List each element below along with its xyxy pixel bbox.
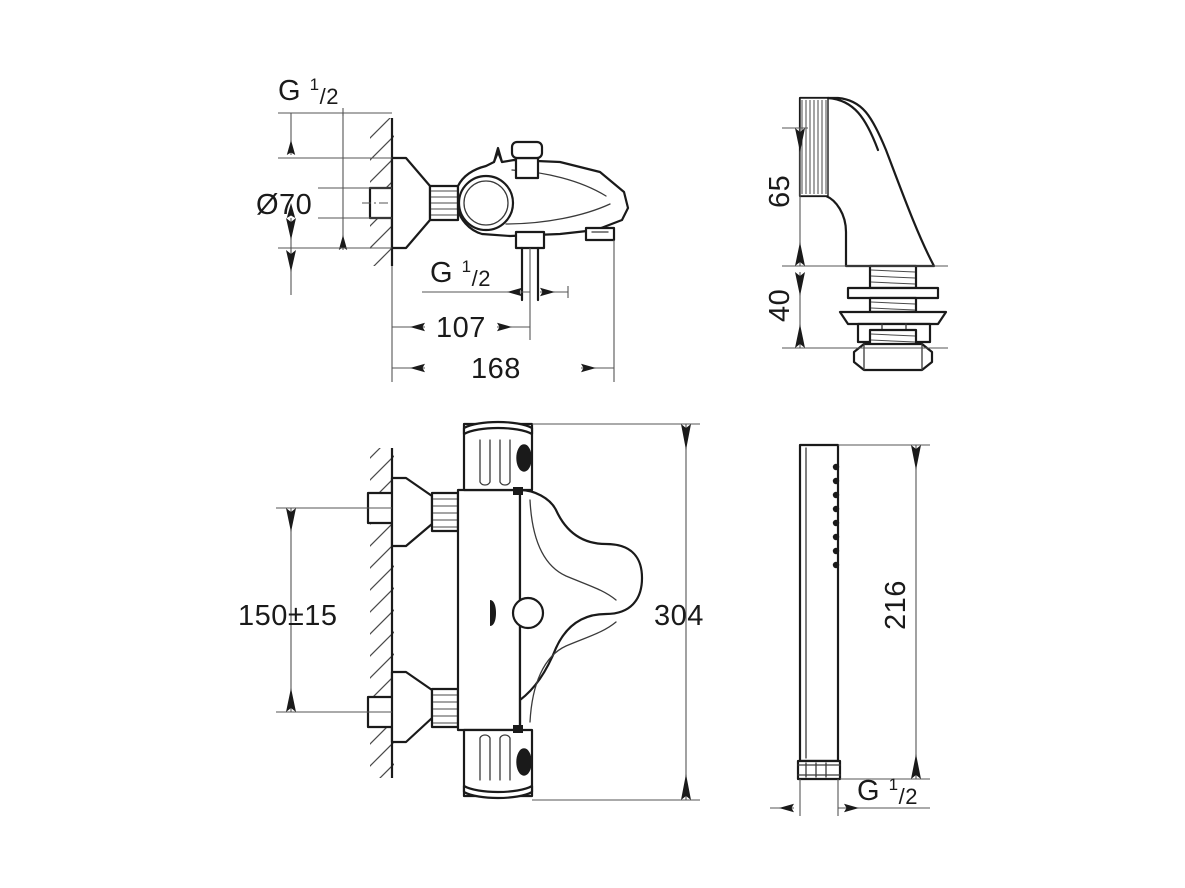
diverter-port bbox=[511, 596, 545, 630]
shower-head-top-curve bbox=[826, 96, 880, 152]
label-216: 216 bbox=[880, 580, 912, 630]
dim-168 bbox=[391, 240, 615, 382]
dim-g-half-mid bbox=[422, 286, 569, 298]
diverter-stem-top bbox=[514, 156, 540, 180]
escutcheon-cone-top bbox=[390, 156, 432, 250]
label-40: 40 bbox=[764, 289, 796, 322]
handle-grip-bottom bbox=[479, 734, 511, 781]
dim-216 bbox=[838, 444, 930, 780]
dim-107 bbox=[392, 248, 531, 340]
washer-plate-1 bbox=[846, 286, 940, 300]
label-168: 168 bbox=[471, 353, 521, 385]
control-handle-disc-top bbox=[457, 174, 515, 232]
spout-highlight2-top bbox=[505, 203, 611, 225]
dim-304 bbox=[532, 423, 700, 801]
handle-button-top bbox=[516, 444, 532, 472]
thread-hatch-top bbox=[431, 190, 457, 216]
dim-dia70 bbox=[278, 187, 392, 295]
label-150pm15: 150±15 bbox=[238, 600, 338, 632]
diverter-knob-top bbox=[510, 140, 544, 160]
body-notch-top bbox=[513, 487, 523, 495]
body-notch-bottom bbox=[513, 725, 523, 733]
dimension-labels: G 1/2 Ø70 G 1/2 107 168 65 40 150±15 304… bbox=[238, 75, 918, 809]
label-107: 107 bbox=[436, 312, 486, 344]
label-g-half-bottom: G 1/2 bbox=[857, 775, 918, 809]
dim-65 bbox=[782, 127, 948, 267]
view-hand-shower bbox=[770, 443, 930, 816]
view-thermostat-mixer bbox=[276, 420, 700, 801]
label-dia70: Ø70 bbox=[256, 189, 312, 221]
dim-150pm15 bbox=[276, 507, 392, 713]
handle-grip-top bbox=[479, 439, 511, 486]
handle-cap-top bbox=[462, 420, 534, 436]
mixer-highlight-upper bbox=[529, 499, 617, 601]
control-handle-inner-top bbox=[463, 180, 509, 226]
shower-head-body bbox=[798, 96, 936, 268]
flange-cone bbox=[838, 310, 948, 326]
escutcheon-upper bbox=[390, 476, 434, 548]
handle-button-bottom bbox=[516, 748, 532, 776]
label-g-half-mid: G 1/2 bbox=[430, 257, 491, 291]
dim-g-half-bottom bbox=[770, 779, 930, 816]
spray-face-hatch bbox=[801, 100, 827, 194]
label-g-half-top: G 1/2 bbox=[278, 75, 339, 109]
hand-shower-grip-dots bbox=[832, 463, 840, 569]
mixer-body-block bbox=[456, 488, 522, 732]
dim-40 bbox=[782, 272, 948, 349]
view-bath-spout bbox=[278, 108, 630, 382]
shower-outlet-collar-top bbox=[514, 230, 546, 250]
label-65: 65 bbox=[764, 175, 796, 208]
label-304: 304 bbox=[654, 600, 704, 632]
handle-cap-bottom bbox=[462, 784, 534, 800]
view-shower-head bbox=[782, 96, 948, 372]
dim-g-half-top bbox=[278, 108, 392, 250]
index-marker bbox=[490, 600, 496, 626]
hand-shower-nut bbox=[796, 759, 842, 781]
mixer-highlight-lower bbox=[529, 621, 617, 723]
spout-crest-top bbox=[492, 146, 504, 164]
escutcheon-lower bbox=[390, 670, 434, 744]
spout-mouth-tab-top bbox=[584, 226, 616, 242]
